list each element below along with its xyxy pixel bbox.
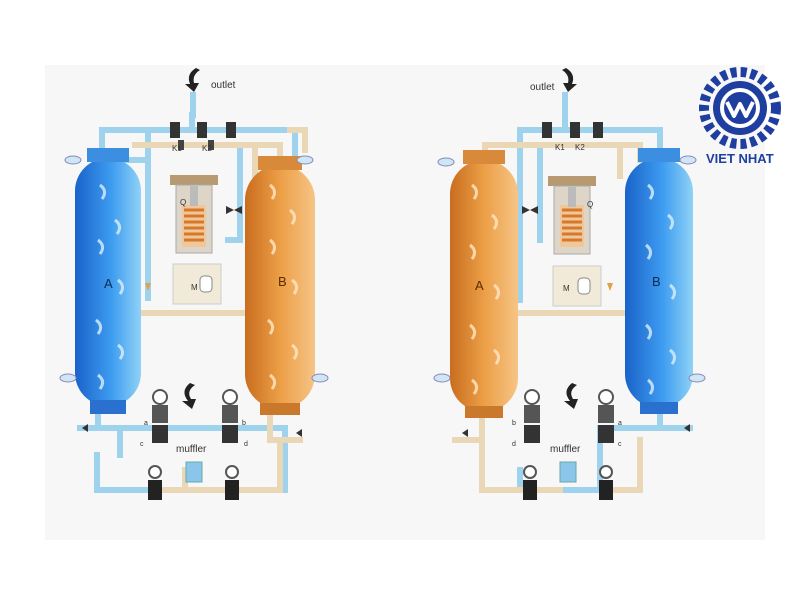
left-tank-b-label: B	[278, 274, 287, 289]
right-tank-a-label: A	[475, 278, 484, 293]
left-valve-b-label: b	[242, 420, 246, 427]
left-top-valves	[170, 122, 236, 150]
left-tank-b	[245, 155, 329, 415]
left-drain-valve-icon	[145, 283, 151, 291]
left-m-label: M	[191, 283, 198, 292]
viet-nhat-logo: VIET NHAT	[699, 67, 781, 166]
right-outlet-label: outlet	[530, 82, 555, 93]
left-exhaust-arrow-icon	[182, 383, 196, 409]
right-k1-label: K1	[555, 143, 565, 152]
left-k2-label: K2	[202, 144, 212, 153]
left-tank-a	[59, 148, 141, 414]
gear-vn-logo-icon	[699, 67, 781, 149]
right-dryer-diagram: K1 K2 outlet Q M A	[433, 68, 706, 500]
right-k2-label: K2	[575, 143, 585, 152]
right-q-label: Q	[587, 200, 593, 209]
left-q-label: Q	[180, 198, 186, 207]
left-m-motor-box	[172, 263, 222, 305]
left-outlet-arrow-icon	[185, 68, 200, 92]
left-k1-label: K1	[172, 144, 182, 153]
left-valve-d-label: d	[244, 441, 248, 448]
right-valve-a-label: a	[618, 420, 622, 427]
right-lower-valves	[462, 389, 690, 500]
left-valve-a-label: a	[144, 420, 148, 427]
left-muffler-label: muffler	[176, 444, 207, 455]
right-valve-c-label: c	[618, 441, 622, 448]
right-muffler-label: muffler	[550, 444, 581, 455]
right-m-motor-box	[552, 265, 602, 307]
right-tank-b-label: B	[652, 274, 661, 289]
right-drain-valve-icon	[607, 283, 613, 291]
right-valve-b-label: b	[512, 420, 516, 427]
left-needle-valve-icon	[226, 206, 242, 214]
right-m-label: M	[563, 284, 570, 293]
left-dryer-diagram: K1 K2 outlet Q M	[59, 68, 329, 500]
left-tank-a-label: A	[104, 276, 113, 291]
right-valve-d-label: d	[512, 441, 516, 448]
right-needle-valve-icon	[522, 206, 538, 214]
left-outlet-label: outlet	[211, 80, 236, 91]
right-outlet-arrow-icon	[562, 68, 577, 92]
right-q-heater	[548, 176, 596, 255]
left-q-heater	[170, 175, 218, 254]
left-valve-c-label: c	[140, 441, 144, 448]
right-top-valves	[542, 122, 603, 138]
right-exhaust-arrow-icon	[564, 383, 578, 409]
right-tank-a	[433, 150, 518, 418]
left-lower-valves	[82, 389, 302, 500]
logo-text: VIET NHAT	[706, 151, 774, 166]
right-tank-b	[625, 148, 706, 414]
left-tan-pipes	[132, 127, 308, 493]
